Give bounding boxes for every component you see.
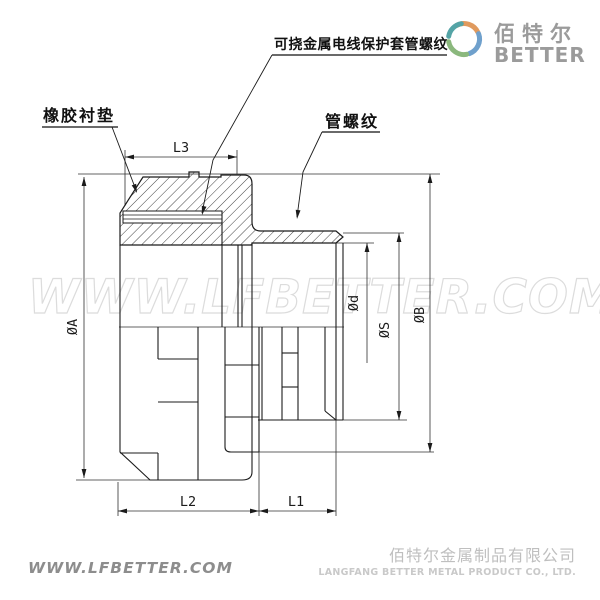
footer: WWW.LFBETTER.COM 佰特尔金属制品有限公司 LANGFANG BE… [28, 546, 576, 578]
callouts: 可挠金属电线保护套管螺纹 橡胶衬垫 管螺纹 [42, 36, 448, 219]
dimension-labels: L3 L2 L1 ØA Ød ØS ØB [65, 140, 428, 510]
label-pipe-thread: 管螺纹 [325, 112, 379, 131]
dim-L3: L3 [173, 140, 189, 156]
dimension-arrows [81, 154, 433, 514]
extension-lines [76, 150, 440, 516]
dim-L1: L1 [288, 494, 304, 510]
logo-name-cn: 佰特尔 [494, 22, 578, 46]
footer-company-en: LANGFANG BETTER METAL PRODUCT CO., LTD. [318, 567, 576, 578]
label-conduit-thread: 可挠金属电线保护套管螺纹 [274, 36, 448, 53]
dim-dia-S: ØS [377, 322, 393, 338]
cap-section-hatched [119, 171, 344, 246]
logo-name-en: BETTER [494, 43, 586, 67]
dim-L2: L2 [180, 494, 196, 510]
label-rubber-gasket: 橡胶衬垫 [43, 106, 115, 125]
logo-swirl-icon [446, 21, 483, 58]
body-outline [119, 211, 344, 481]
footer-website: WWW.LFBETTER.COM [28, 559, 233, 577]
footer-company-cn: 佰特尔金属制品有限公司 [389, 546, 576, 565]
dim-dia-B: ØB [412, 307, 428, 323]
section-view [119, 171, 344, 246]
watermark-text: WWW.LFBETTER.COM [28, 270, 600, 325]
rubber-gasket-section [122, 210, 223, 224]
dim-dia-d: Ød [346, 295, 362, 311]
dim-dia-A: ØA [65, 319, 81, 335]
brand-logo: 佰特尔 BETTER [446, 21, 586, 67]
